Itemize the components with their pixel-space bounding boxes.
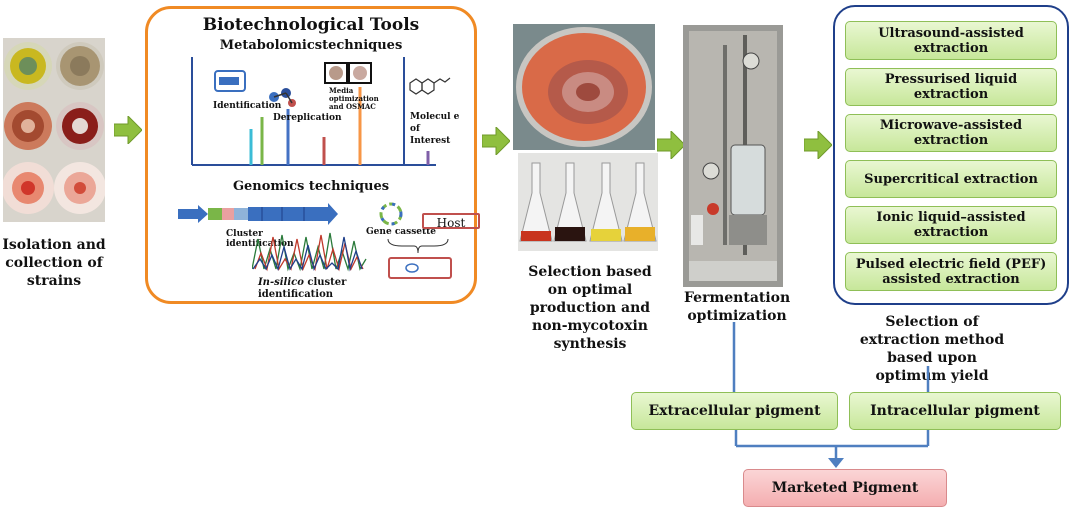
brace-graphic bbox=[387, 238, 449, 254]
fermentation-caption: Fermentation optimization bbox=[684, 290, 791, 324]
media-optimization-label: Media optimization and OSMAC bbox=[329, 86, 379, 111]
selection-caption: Selection based on optimal production an… bbox=[528, 264, 652, 352]
method-pressurised-liquid: Pressurised liquid extraction bbox=[845, 68, 1057, 106]
method-supercritical: Supercritical extraction bbox=[845, 160, 1057, 198]
method-pulsed-electric-field: Pulsed electric field (PEF) assisted ext… bbox=[845, 252, 1057, 291]
flasks-photo bbox=[518, 153, 658, 251]
plasmid-icon bbox=[405, 263, 419, 273]
method-ionic-liquid: Ionic liquid–assisted extraction bbox=[845, 206, 1057, 244]
identification-icon bbox=[214, 70, 246, 92]
arrow-right-icon bbox=[114, 116, 142, 144]
method-ultrasound: Ultrasound-assisted extraction bbox=[845, 21, 1057, 60]
biotech-tools-panel: Biotechnological Tools Metabolomicstechn… bbox=[145, 6, 480, 304]
plasmid-icon bbox=[379, 202, 403, 226]
arrow-right-icon bbox=[657, 131, 685, 159]
identification-label: Identification bbox=[213, 101, 282, 111]
fermenter-photo bbox=[683, 25, 783, 287]
strains-caption: Isolation and collection of strains bbox=[2, 237, 106, 289]
marketed-pigment-box: Marketed Pigment bbox=[743, 469, 947, 507]
host-box: Host bbox=[422, 213, 480, 230]
intracellular-pigment-box: Intracellular pigment bbox=[849, 392, 1061, 430]
media-plates-icon bbox=[324, 62, 372, 84]
arrow-right-icon bbox=[482, 127, 510, 155]
molecule-of-interest-label: Molecul e of Interest bbox=[410, 112, 460, 146]
host-cell-box bbox=[388, 257, 452, 279]
cluster-identification-label: Cluster identification bbox=[226, 229, 294, 249]
dereplication-icon bbox=[269, 88, 296, 107]
extracellular-pigment-box: Extracellular pigment bbox=[631, 392, 838, 430]
tools-title: Biotechnological Tools bbox=[202, 15, 420, 35]
gene-cassette-label: Gene cassette bbox=[366, 227, 437, 237]
pigment-plate-photo bbox=[513, 24, 655, 150]
genomics-title: Genomics techniques bbox=[232, 179, 390, 194]
petri-dish-photos bbox=[3, 38, 105, 222]
sequencing-trace-graphic bbox=[252, 232, 367, 272]
gene-cluster-graphic bbox=[178, 203, 338, 225]
extraction-caption: Selection of extraction method based upo… bbox=[859, 314, 1005, 384]
molecule-structure-icon bbox=[409, 77, 451, 95]
method-microwave: Microwave-assisted extraction bbox=[845, 114, 1057, 152]
chromatogram-graphic bbox=[191, 57, 436, 166]
dereplication-label: Dereplication bbox=[273, 113, 342, 123]
extraction-methods-panel bbox=[833, 5, 1069, 305]
arrow-right-icon bbox=[804, 131, 832, 159]
insilico-label: In-silico cluster identification bbox=[258, 277, 347, 300]
metabolomics-title: Metabolomicstechniques bbox=[219, 38, 403, 53]
